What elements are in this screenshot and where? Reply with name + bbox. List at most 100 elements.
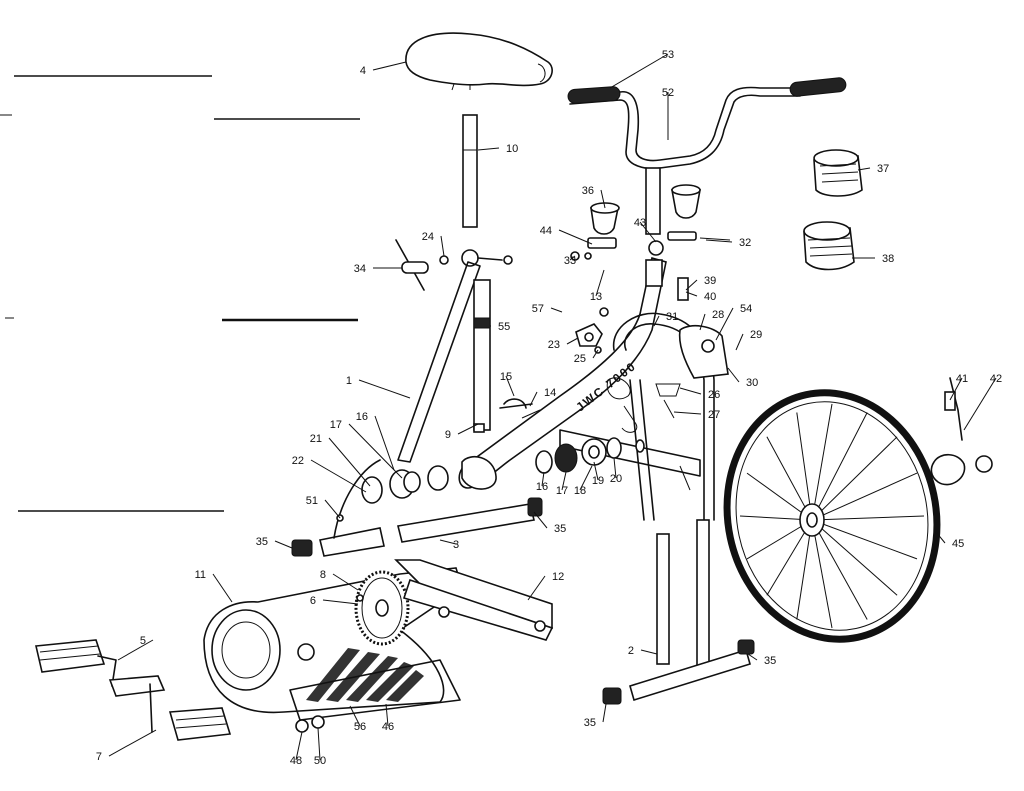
leader-line bbox=[529, 391, 538, 407]
spoke bbox=[811, 515, 925, 521]
spoke bbox=[811, 519, 918, 560]
callout-label: 40 bbox=[704, 291, 716, 303]
callout-label: 17 bbox=[330, 419, 342, 431]
sprocket bbox=[354, 570, 410, 646]
meter-38 bbox=[803, 221, 855, 271]
leader-line bbox=[569, 255, 576, 261]
callout-9: 9 bbox=[445, 423, 479, 441]
callout-28: 28 bbox=[699, 309, 724, 331]
callout-41: 41 bbox=[949, 373, 968, 401]
spoke bbox=[811, 436, 898, 521]
bottom-bracket-parts bbox=[336, 437, 645, 522]
leader-line bbox=[558, 229, 593, 245]
leader-line bbox=[374, 415, 395, 471]
callout-50: 50 bbox=[314, 727, 326, 767]
callout-34: 34 bbox=[354, 263, 402, 275]
leader-line bbox=[108, 729, 157, 757]
leader-line bbox=[322, 599, 359, 605]
callout-label: 35 bbox=[584, 717, 596, 729]
callout-29: 29 bbox=[735, 329, 762, 351]
callout-label: 29 bbox=[750, 329, 762, 341]
callout-label: 34 bbox=[354, 263, 366, 275]
leader-line bbox=[324, 499, 341, 519]
leader-line bbox=[699, 313, 706, 331]
callout-57: 57 bbox=[532, 303, 563, 315]
callout-7: 7 bbox=[96, 729, 157, 763]
callout-36: 36 bbox=[582, 185, 606, 209]
callout-label: 19 bbox=[592, 475, 604, 487]
callout-38: 38 bbox=[852, 253, 894, 265]
callout-10: 10 bbox=[477, 143, 518, 155]
leader-line bbox=[602, 703, 607, 723]
leader-line bbox=[332, 573, 359, 591]
tension-knobs bbox=[590, 184, 701, 235]
leader-line bbox=[705, 239, 733, 243]
callout-56: 56 bbox=[349, 705, 366, 733]
callout-label: 20 bbox=[610, 473, 622, 485]
callout-label: 39 bbox=[704, 275, 716, 287]
callout-label: 21 bbox=[310, 433, 322, 445]
bracket-parts bbox=[570, 231, 731, 317]
callout-53: 53 bbox=[609, 49, 674, 89]
callout-label: 50 bbox=[314, 755, 326, 767]
callout-26: 26 bbox=[679, 387, 720, 401]
callout-44: 44 bbox=[540, 225, 593, 245]
callout-label: 30 bbox=[746, 377, 758, 389]
callout-6: 6 bbox=[310, 595, 359, 607]
leader-line bbox=[349, 705, 361, 727]
callout-label: 48 bbox=[290, 755, 302, 767]
leader-line bbox=[440, 235, 445, 257]
leader-line bbox=[358, 379, 411, 399]
leader-line bbox=[457, 423, 479, 435]
callout-23: 23 bbox=[548, 337, 579, 351]
callout-label: 44 bbox=[540, 225, 552, 237]
callout-label: 53 bbox=[662, 49, 674, 61]
callout-42: 42 bbox=[963, 373, 1002, 431]
seat bbox=[405, 32, 553, 91]
callout-label: 41 bbox=[956, 373, 968, 385]
callout-label: 17 bbox=[556, 485, 568, 497]
callout-label: 36 bbox=[582, 185, 594, 197]
callout-label: 8 bbox=[320, 569, 326, 581]
leader-line bbox=[593, 461, 599, 481]
callout-label: 6 bbox=[310, 595, 316, 607]
rear-stand bbox=[602, 519, 755, 705]
leader-line bbox=[613, 457, 617, 479]
callout-label: 23 bbox=[548, 339, 560, 351]
callout-label: 32 bbox=[739, 237, 751, 249]
leader-line bbox=[310, 459, 367, 493]
callout-label: 10 bbox=[506, 143, 518, 155]
misc-small-parts bbox=[473, 323, 681, 433]
callout-label: 5 bbox=[140, 635, 146, 647]
leader-line bbox=[328, 437, 371, 487]
callout-39: 39 bbox=[685, 275, 716, 291]
crank-pedals bbox=[35, 639, 232, 741]
callout-24: 24 bbox=[422, 231, 445, 257]
leader-line bbox=[727, 367, 740, 383]
leader-line bbox=[295, 731, 303, 761]
callout-label: 16 bbox=[356, 411, 368, 423]
callout-label: 28 bbox=[712, 309, 724, 321]
callout-label: 33 bbox=[564, 255, 576, 267]
callout-label: 26 bbox=[708, 389, 720, 401]
leader-line bbox=[566, 337, 579, 345]
callout-2: 2 bbox=[628, 645, 658, 657]
leader-line bbox=[653, 315, 660, 327]
leader-line bbox=[735, 333, 744, 351]
callout-16: 16 bbox=[536, 471, 548, 493]
callout-label: 56 bbox=[354, 721, 366, 733]
callout-3: 3 bbox=[439, 539, 459, 551]
callout-48: 48 bbox=[290, 731, 303, 767]
callout-label: 15 bbox=[500, 371, 512, 383]
callout-label: 55 bbox=[498, 321, 510, 333]
spoke bbox=[796, 519, 813, 620]
callout-label: 35 bbox=[554, 523, 566, 535]
callout-label: 14 bbox=[544, 387, 556, 399]
leader-line bbox=[117, 639, 154, 661]
callout-label: 1 bbox=[346, 375, 352, 387]
callout-4: 4 bbox=[360, 61, 407, 77]
leader-line bbox=[439, 539, 457, 545]
callout-label: 3 bbox=[453, 539, 459, 551]
